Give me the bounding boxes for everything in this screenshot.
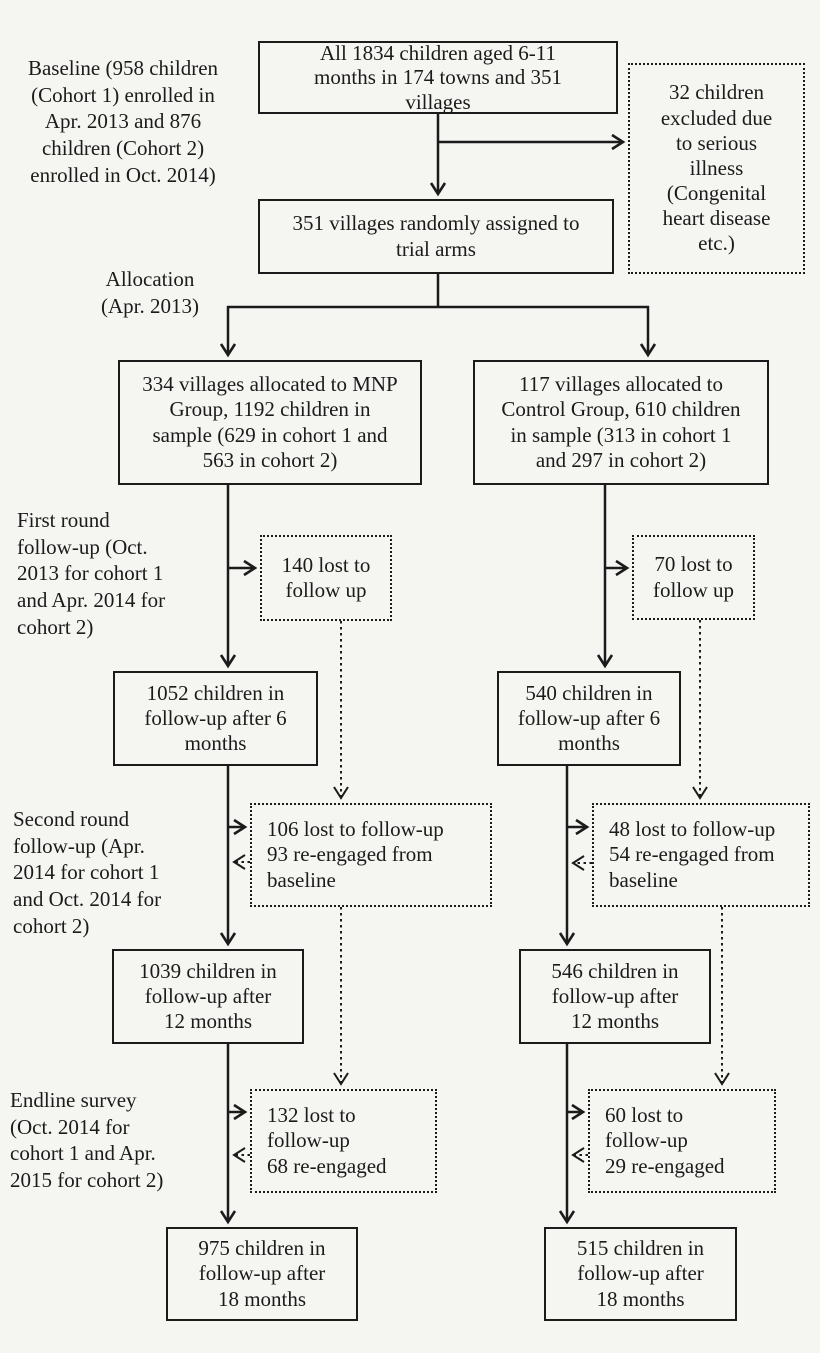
control-lost-round3-box: 60 lost to follow-up 29 re-engaged — [588, 1089, 776, 1193]
endline-stage-label: Endline survey (Oct. 2014 for cohort 1 a… — [10, 1088, 164, 1192]
mnp-lost-round1-box: 140 lost to follow up — [260, 535, 392, 621]
mnp-followup-6m-box: 1052 children in follow-up after 6 month… — [113, 671, 318, 766]
control-group-allocation-box: 117 villages allocated to Control Group,… — [473, 360, 769, 485]
mnp-followup-12m-box: 1039 children in follow-up after 12 mont… — [112, 949, 304, 1044]
first-round-stage-label: First round follow-up (Oct. 2013 for coh… — [17, 508, 166, 639]
randomization-box: 351 villages randomly assigned to trial … — [258, 199, 614, 274]
control-followup-18m-box: 515 children in follow-up after 18 month… — [544, 1227, 737, 1321]
enrollment-box: All 1834 children aged 6-11 months in 17… — [258, 41, 618, 114]
control-followup-12m-box: 546 children in follow-up after 12 month… — [519, 949, 711, 1044]
solid-flow-arrows — [219, 114, 657, 1225]
mnp-group-allocation-box: 334 villages allocated to MNP Group, 119… — [118, 360, 422, 485]
mnp-lost-round2-box: 106 lost to follow-up 93 re-engaged from… — [250, 803, 492, 907]
baseline-stage-label: Baseline (958 children (Cohort 1) enroll… — [27, 56, 219, 187]
control-followup-6m-box: 540 children in follow-up after 6 months — [497, 671, 681, 766]
mnp-lost-round3-box: 132 lost to follow-up 68 re-engaged — [250, 1089, 437, 1193]
mnp-followup-18m-box: 975 children in follow-up after 18 month… — [166, 1227, 358, 1321]
control-lost-round1-box: 70 lost to follow up — [632, 535, 755, 620]
allocation-stage-label: Allocation (Apr. 2013) — [101, 267, 199, 318]
control-lost-round2-box: 48 lost to follow-up 54 re-engaged from … — [592, 803, 810, 907]
excluded-children-box: 32 children excluded due to serious illn… — [628, 63, 805, 274]
second-round-stage-label: Second round follow-up (Apr. 2014 for co… — [13, 807, 162, 938]
dotted-attrition-arrows — [232, 620, 730, 1163]
